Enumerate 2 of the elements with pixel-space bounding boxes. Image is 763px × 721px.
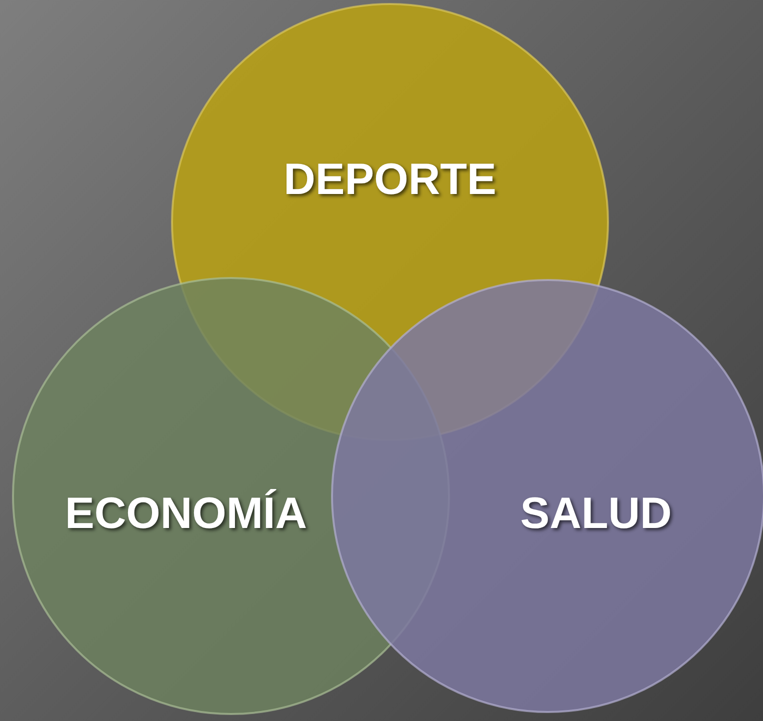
circle-label: DEPORTE xyxy=(284,158,496,202)
circle-label: SALUD xyxy=(520,492,672,536)
